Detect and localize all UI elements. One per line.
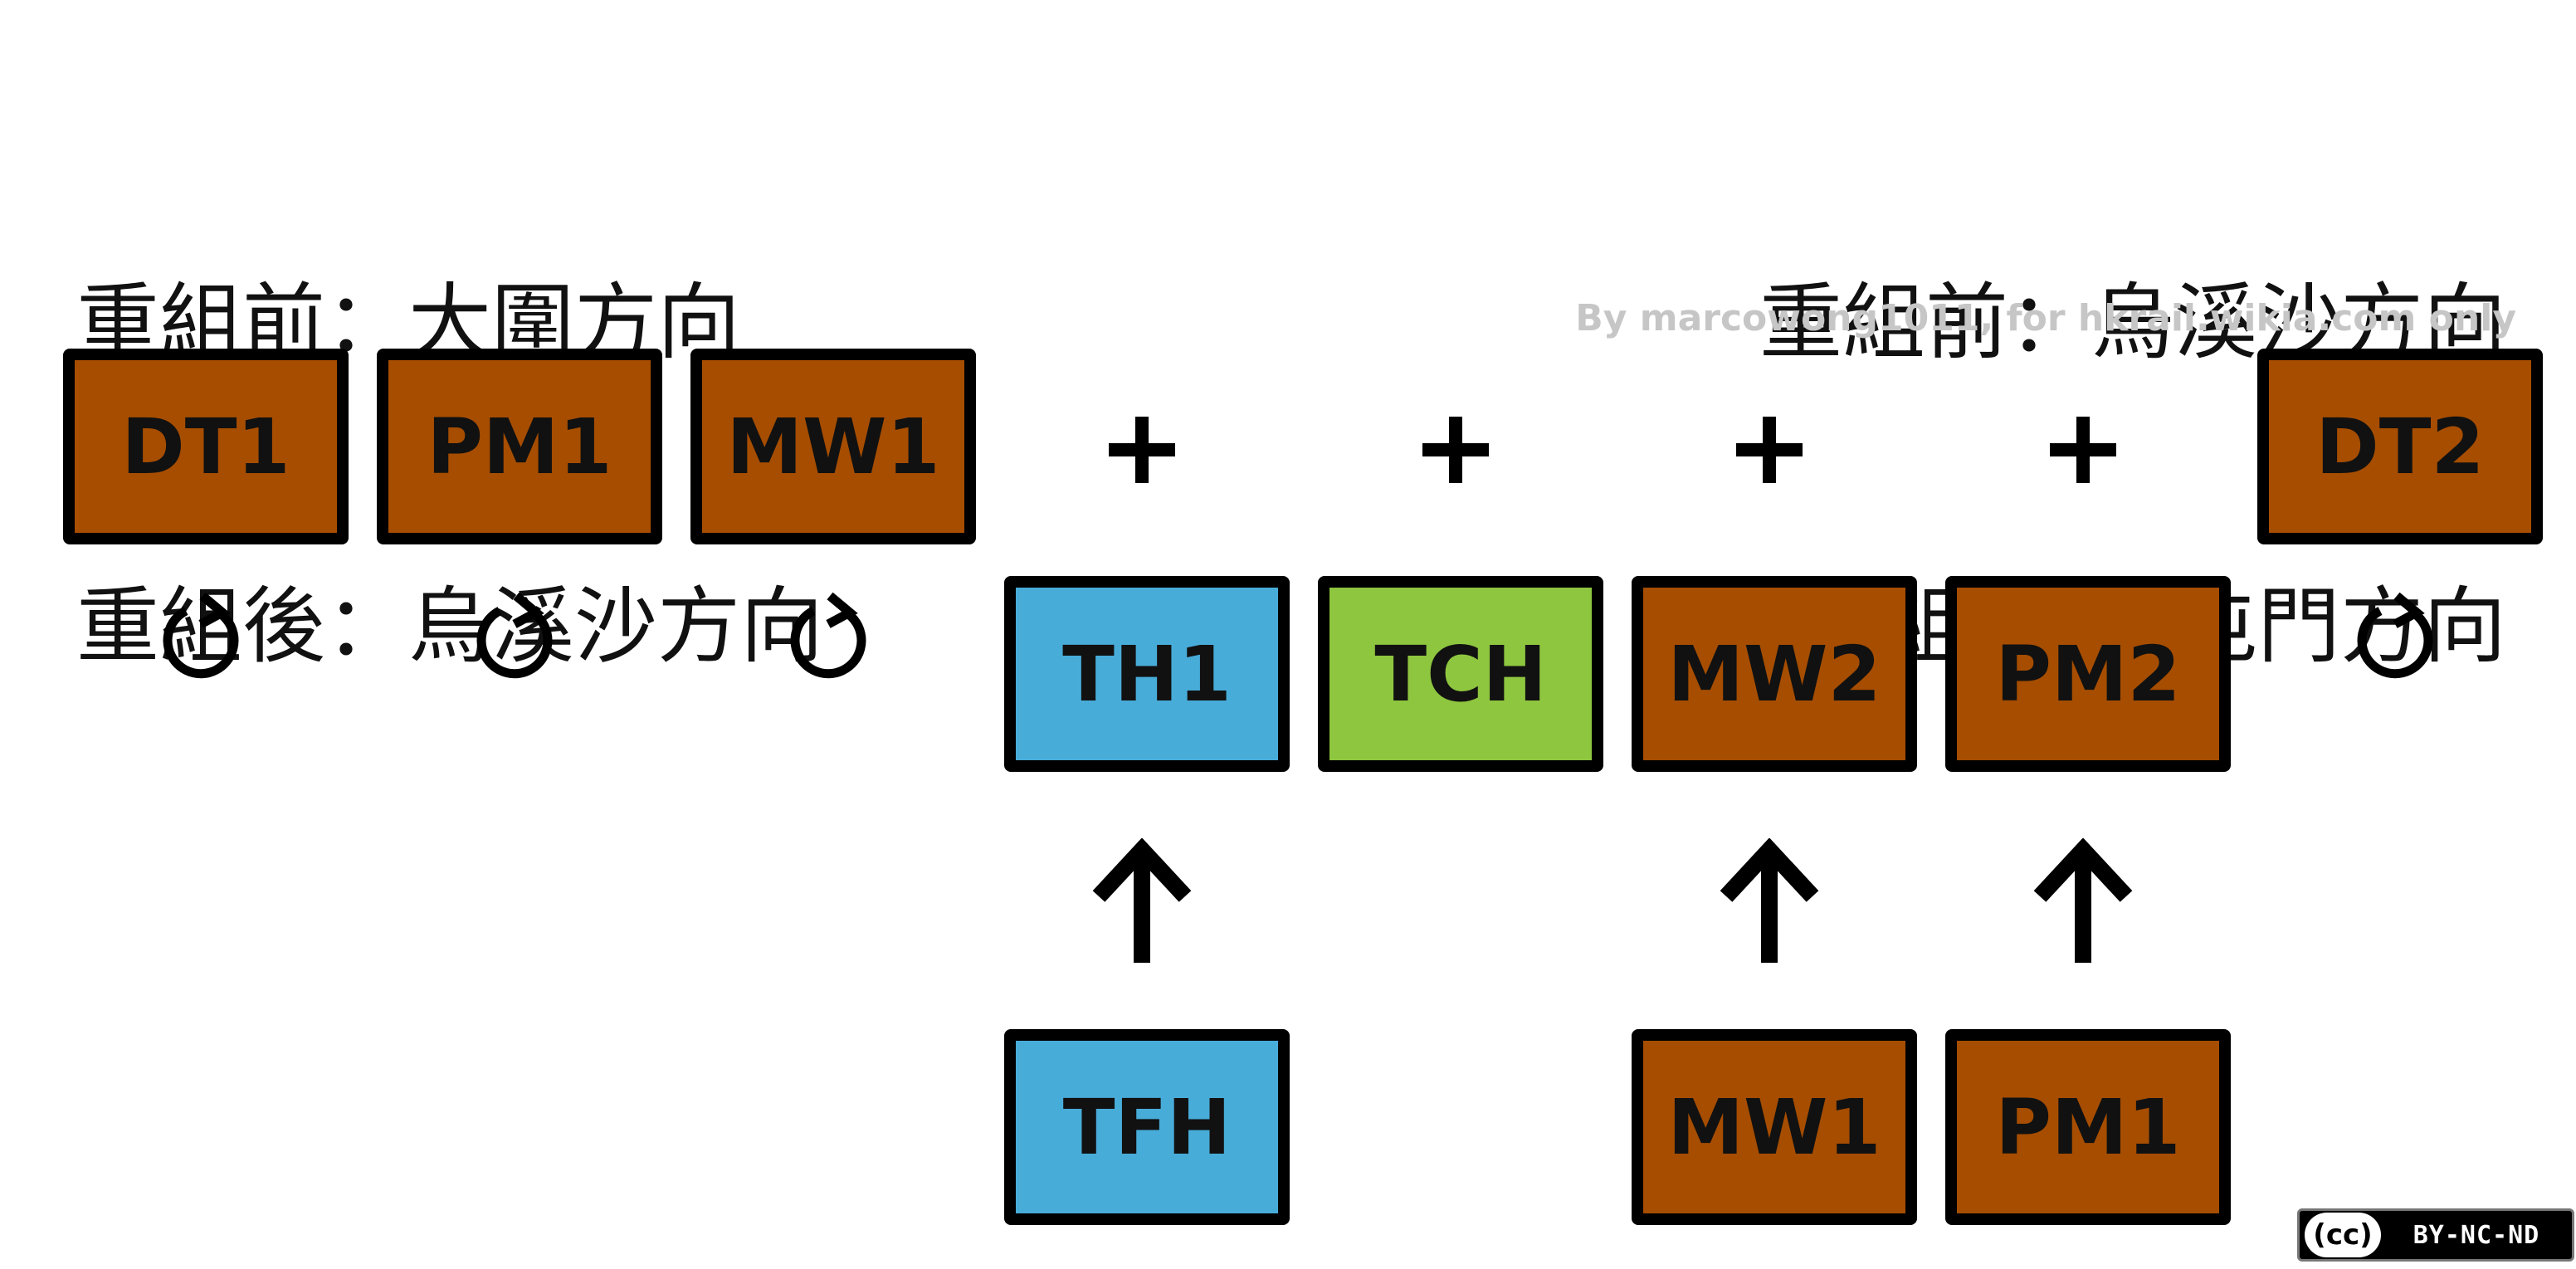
arrow-up-icon xyxy=(1092,838,1192,963)
rotate-clockwise-icon xyxy=(476,592,553,679)
car-box-tch: TCH xyxy=(1318,576,1603,772)
car-box-dt2: DT2 xyxy=(2257,349,2543,544)
rotate-clockwise-icon xyxy=(790,592,866,679)
car-box-mw1-bottom: MW1 xyxy=(1632,1029,1917,1225)
rotate-clockwise-icon xyxy=(2357,592,2433,679)
car-box-mw1: MW1 xyxy=(690,349,976,544)
plus-icon xyxy=(1422,417,1489,483)
car-box-pm2: PM2 xyxy=(1945,576,2231,772)
arrow-up-icon xyxy=(1720,838,1819,963)
license-badge: (cc) BY-NC-ND xyxy=(2297,1208,2574,1262)
car-box-mw2: MW2 xyxy=(1632,576,1917,772)
credit-text: By marcowong1011, for hkrail.wikia.com o… xyxy=(1575,297,2516,339)
car-box-tfh: TFH xyxy=(1004,1029,1290,1225)
license-text: BY-NC-ND xyxy=(2413,1220,2540,1250)
rotate-clockwise-icon xyxy=(163,592,239,679)
car-box-pm1-bottom: PM1 xyxy=(1945,1029,2231,1225)
car-box-th1: TH1 xyxy=(1004,576,1290,772)
car-box-pm1: PM1 xyxy=(377,349,662,544)
plus-icon xyxy=(1109,417,1175,483)
heading-left-line2: 重組後：烏溪沙方向 xyxy=(76,578,823,675)
arrow-up-icon xyxy=(2033,838,2133,963)
plus-icon xyxy=(2050,417,2116,483)
plus-icon xyxy=(1736,417,1803,483)
cc-logo-icon: (cc) xyxy=(2305,1213,2381,1257)
car-box-dt1: DT1 xyxy=(63,349,349,544)
